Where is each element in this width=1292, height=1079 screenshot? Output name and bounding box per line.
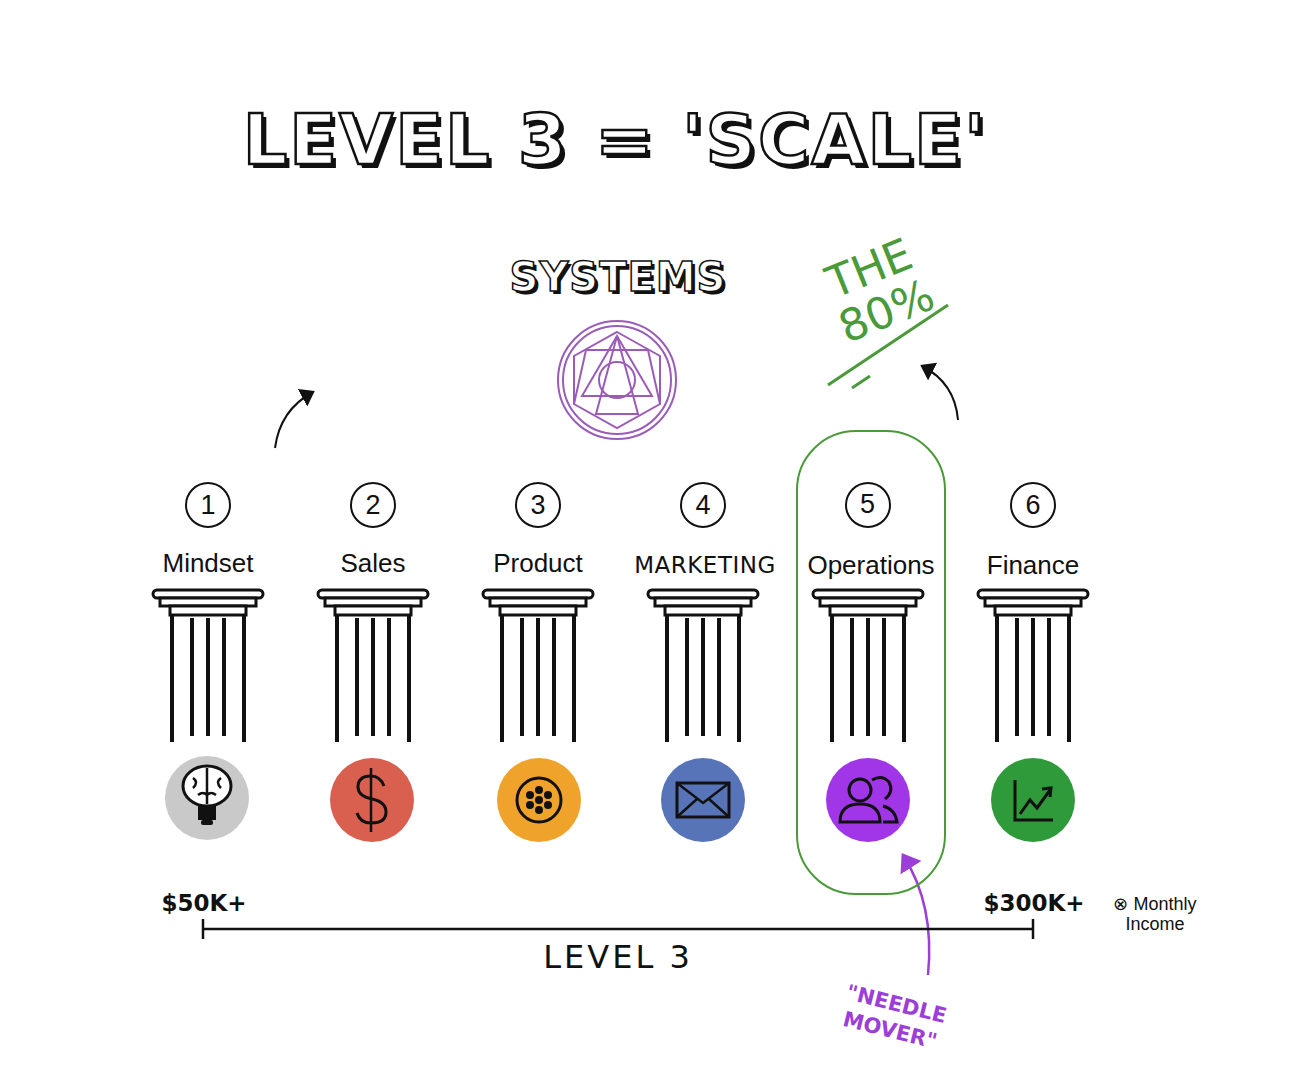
product-icon [497,758,581,842]
pillar [978,590,1088,742]
axis-note: ⊗ Monthly Income [1107,895,1203,935]
callout-note: "NEEDLE MOVER" [823,976,962,1060]
marketing-icon [661,758,745,842]
arrow [275,392,313,448]
callout-number: 6 [1010,482,1056,528]
handwritten-note: THE 80% [805,225,951,356]
timeline [203,919,1033,939]
pillar [483,590,593,742]
pillar-name: Operations [807,550,934,581]
pillar-name: Finance [987,550,1080,581]
pillar [318,590,428,742]
arrow [922,366,958,420]
operations-icon [826,758,910,842]
systems-emblem [558,321,676,439]
sales-icon [330,758,414,842]
callout-arrow [903,855,929,975]
callout-number: 3 [515,482,561,528]
number-text: 5 [860,491,875,518]
section-heading: SYSTEMS [510,254,727,300]
number-text: 2 [365,492,380,519]
pillar [813,590,923,742]
callout-number: 2 [350,482,396,528]
pillar [153,590,263,742]
callout-number: 5 [845,482,891,528]
range-label: $300K+ [983,890,1084,916]
pillar-name: Mindset [162,548,253,579]
title: LEVEL 3 = 'SCALE' [243,99,988,181]
number-text: 6 [1025,492,1040,519]
highlight-outline: Operations 5 [796,430,946,895]
pillar-name: Sales [340,548,405,579]
pillar [648,590,758,742]
range-label: $50K+ [161,890,246,916]
number-text: 3 [530,492,545,519]
axis-label: LEVEL 3 [543,938,693,976]
number-text: 4 [695,492,710,519]
callout-number: 1 [185,482,231,528]
finance-icon [991,758,1075,842]
number-text: 1 [200,492,215,519]
mindset-icon [165,756,249,840]
pillar-name: MARKETING [634,552,776,578]
pillar-name: Product [493,548,583,579]
callout-number: 4 [680,482,726,528]
